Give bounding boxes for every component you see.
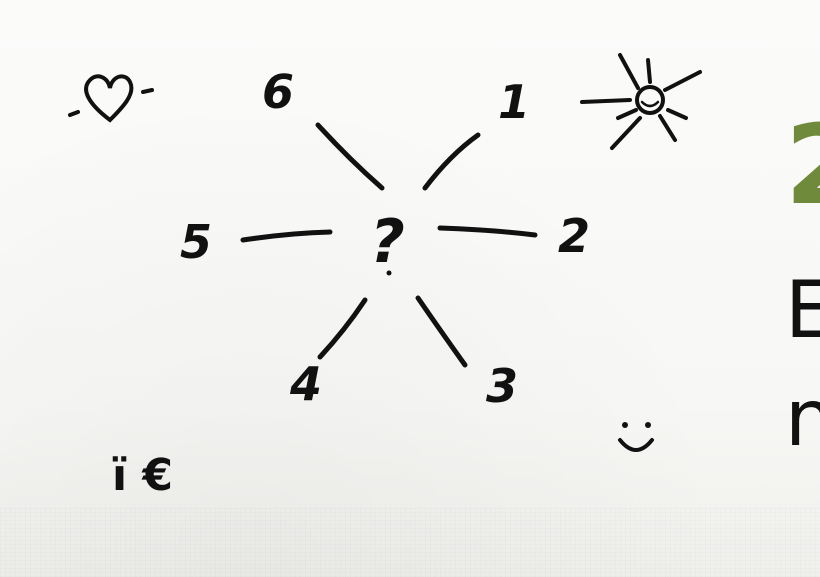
spoke-6-line [318,125,382,188]
spoke-3-line [418,298,465,365]
smiley-icon [620,422,652,450]
spoke-label-2: 2 [558,209,590,263]
center-label: ? [370,207,405,277]
spoke-1-line [425,135,478,188]
center-dot [387,271,392,276]
spoke-2-line [440,228,535,235]
heart-icon [70,76,152,120]
spoke-label-4: 4 [289,357,322,411]
heading-line-1: E [785,272,820,350]
spoke-label-1: 1 [498,75,530,129]
heading-line-2: n [785,380,820,458]
spoke-label-5: 5 [180,215,212,269]
spoke-label-6: 6 [262,65,294,119]
spoke-4-line [320,300,365,357]
spoke-5-line [243,232,330,240]
spoke-label-3: 3 [486,359,518,413]
section-number: 2 [785,110,820,220]
sun-icon [582,55,700,148]
bottom-left-text: ï € [112,450,173,501]
